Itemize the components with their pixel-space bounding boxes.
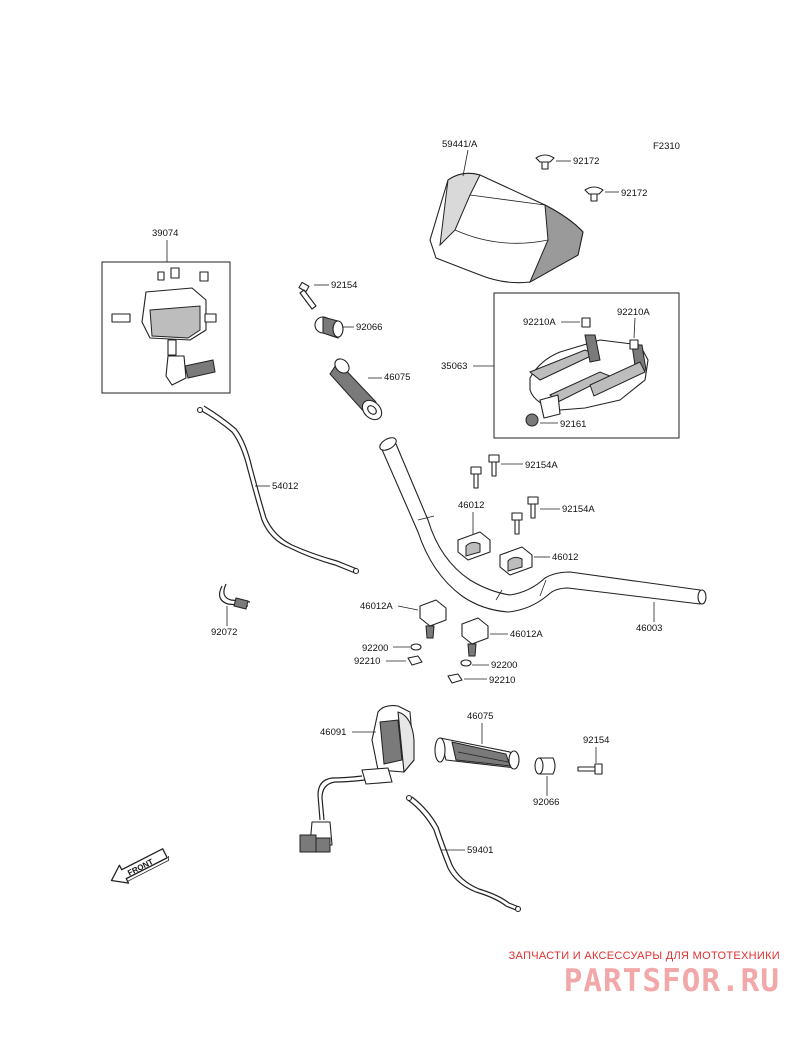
- windshield-bracket: [525, 317, 649, 427]
- nut-92210-b: [447, 673, 463, 684]
- label-39074: 39074: [152, 228, 178, 239]
- bolt-92154A-a: [470, 454, 500, 489]
- label-92161: 92161: [560, 419, 586, 430]
- master-cylinder: [111, 267, 217, 386]
- label-46012-a: 46012: [458, 500, 484, 511]
- label-92200-a: 92200: [362, 643, 388, 654]
- bolt-92154-a: [298, 281, 317, 310]
- bolt-92154A-b: [511, 496, 539, 535]
- label-92210A-a: 92210A: [523, 317, 556, 328]
- label-92210A-b: 92210A: [617, 307, 650, 318]
- holder-46012A-b: [461, 617, 489, 657]
- bolt-92154-b: [577, 763, 603, 775]
- grip-46075-a: [329, 358, 383, 421]
- label-92154A-a: 92154A: [525, 460, 558, 471]
- screw-92172-b: [584, 186, 604, 202]
- watermark-caption: ЗАПЧАСТИ И АКСЕССУАРЫ ДЛЯ МОТОТЕХНИКИ: [508, 950, 780, 962]
- box-35063: [493, 292, 680, 439]
- label-46075-b: 46075: [467, 711, 493, 722]
- holder-46012-a: [457, 531, 491, 561]
- watermark-logo: PARTSFOR.RU: [563, 963, 780, 999]
- screw-92172-a: [535, 154, 555, 170]
- clutch-cable-54012: [196, 405, 360, 575]
- figure-code: F2310: [653, 141, 680, 152]
- label-92172-b: 92172: [621, 188, 647, 199]
- label-92210-b: 92210: [489, 675, 515, 686]
- label-59401: 59401: [467, 845, 493, 856]
- label-92072: 92072: [211, 627, 237, 638]
- front-arrow: FRONT: [110, 848, 169, 884]
- label-92210-a: 92210: [354, 656, 380, 667]
- washer-92200-b: [460, 659, 472, 667]
- windshield: [429, 172, 584, 284]
- label-59441A: 59441/A: [442, 139, 478, 150]
- label-46003: 46003: [636, 623, 662, 634]
- label-46091: 46091: [320, 727, 346, 738]
- grip-46075-b: [434, 737, 520, 770]
- handlebar-46003: [379, 437, 707, 613]
- bar-end-weight-92066-b: [534, 757, 556, 775]
- label-46012A-b: 46012A: [510, 629, 543, 640]
- label-46075-a: 46075: [384, 372, 410, 383]
- label-46012A-a: 46012A: [360, 601, 393, 612]
- label-92154-a: 92154: [331, 280, 357, 291]
- throttle-cable-59401: [405, 794, 522, 913]
- label-46012-b: 46012: [552, 552, 578, 563]
- label-92172-a: 92172: [573, 156, 599, 167]
- holder-46012A-a: [419, 599, 447, 639]
- holder-46012-b: [499, 546, 533, 576]
- box-39074: [101, 261, 231, 394]
- label-54012: 54012: [272, 481, 298, 492]
- clip-92072: [218, 583, 251, 610]
- label-92066-a: 92066: [356, 322, 382, 333]
- bar-end-weight-92066-a: [314, 316, 344, 339]
- label-92066-b: 92066: [533, 797, 559, 808]
- label-92200-b: 92200: [491, 660, 517, 671]
- washer-92200-a: [410, 643, 422, 651]
- label-35063: 35063: [441, 361, 467, 372]
- nut-92210-a: [407, 655, 423, 666]
- label-92154A-b: 92154A: [562, 504, 595, 515]
- label-92154-b: 92154: [583, 735, 609, 746]
- throttle-housing-46091: [299, 705, 415, 853]
